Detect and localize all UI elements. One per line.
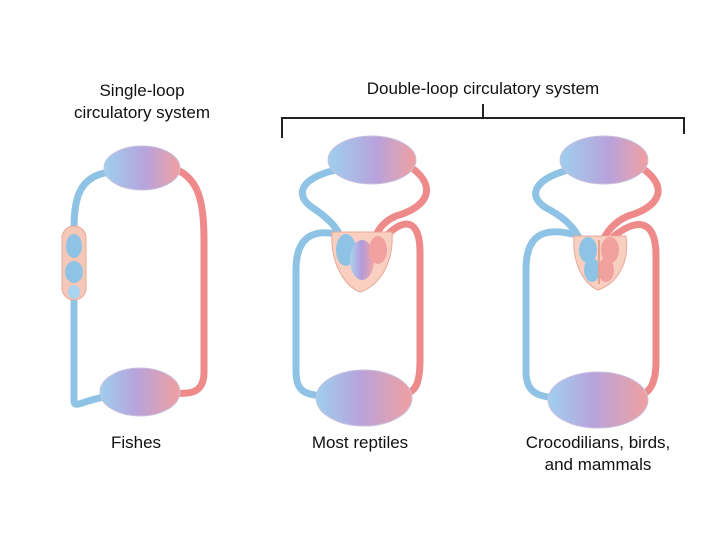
mammal-pulmonary-vein bbox=[596, 164, 662, 250]
fishes-label: Fishes bbox=[110, 433, 162, 452]
most-reptiles-label: Most reptiles bbox=[311, 433, 409, 452]
mammal-body-capillaries bbox=[547, 371, 649, 429]
mammals-label-line1: Crocodilians, birds, bbox=[525, 433, 671, 452]
reptile-systemic-artery bbox=[382, 220, 424, 400]
single-loop-label: Single-loop circulatory system bbox=[52, 80, 232, 124]
fish-body-capillaries bbox=[99, 367, 181, 417]
reptile-circuit bbox=[292, 135, 430, 427]
reptile-lung-capillaries bbox=[327, 135, 417, 185]
fish-heart bbox=[61, 225, 87, 301]
reptile-systemic-vein bbox=[292, 229, 348, 400]
mammal-circuit bbox=[522, 135, 662, 429]
reptile-body-capillaries bbox=[315, 369, 413, 427]
mammal-pulmonary-artery bbox=[532, 166, 586, 248]
mammals-label-line2: and mammals bbox=[544, 455, 652, 474]
reptile-pulmonary-artery bbox=[298, 166, 348, 248]
mammal-lung-capillaries bbox=[559, 135, 649, 185]
single-loop-label-line1: Single-loop bbox=[99, 81, 185, 100]
fish-artery bbox=[164, 164, 208, 397]
single-loop-label-line2: circulatory system bbox=[73, 103, 211, 122]
fish-circuit bbox=[61, 145, 208, 417]
fish-gill-capillaries bbox=[103, 145, 181, 191]
double-loop-label: Double-loop circulatory system bbox=[366, 79, 600, 98]
reptile-heart bbox=[331, 231, 393, 293]
mammal-systemic-vein bbox=[522, 228, 576, 402]
mammals-label: Crocodilians, birds, and mammals bbox=[498, 432, 698, 476]
mammal-heart bbox=[573, 235, 628, 291]
double-loop-bracket bbox=[281, 104, 685, 138]
